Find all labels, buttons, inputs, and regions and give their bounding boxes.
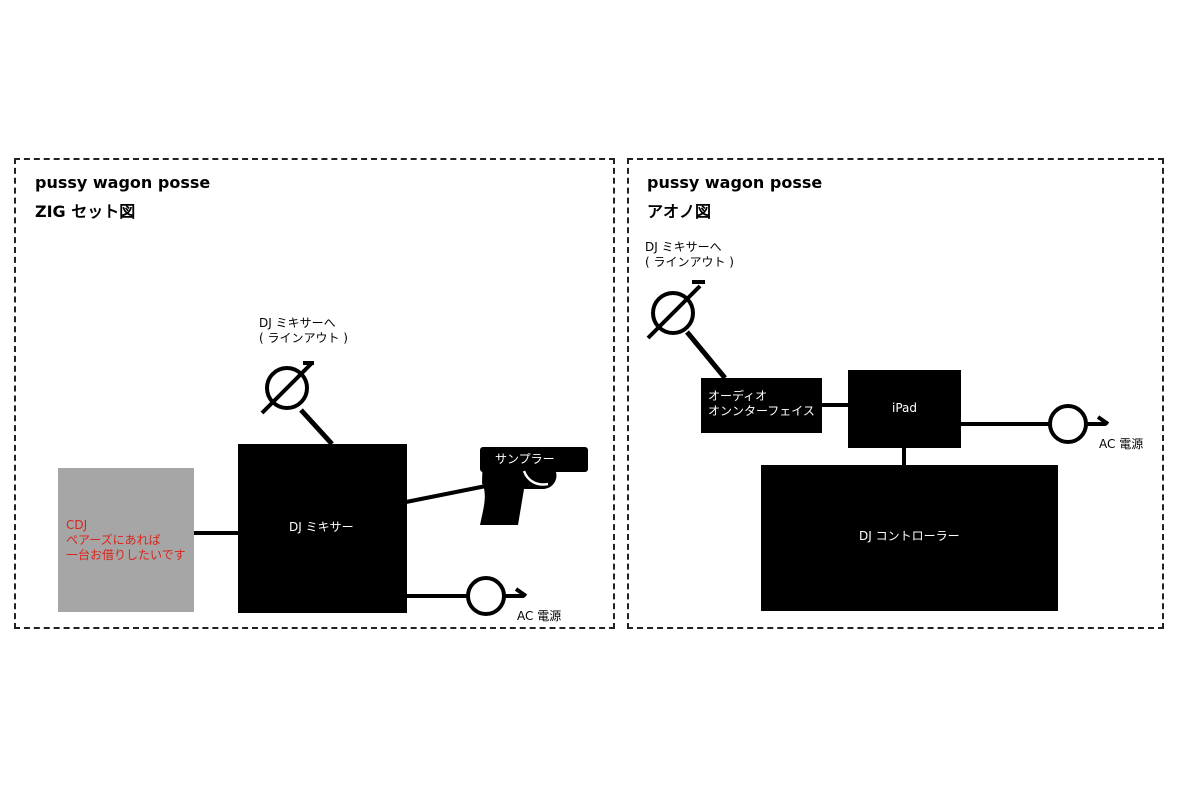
cdj-label: CDJ ペアーズにあれば 一台お借りしたいです: [66, 518, 186, 562]
right-lineout-jack-icon: [646, 280, 705, 340]
left-lineout-label: DJ ミキサーへ ( ラインアウト ): [259, 316, 348, 345]
audio-interface-label: オーディオ オンンターフェイス: [708, 389, 815, 418]
dj-controller-label: DJ コントローラー: [859, 529, 960, 543]
ipad-device: [848, 370, 961, 448]
dj-controller-device: [761, 465, 1058, 611]
mixer-lineout-cable: [299, 408, 334, 446]
left-ac-label: AC 電源: [517, 609, 562, 623]
right-ac-label: AC 電源: [1099, 437, 1144, 451]
dj-mixer-label: DJ ミキサー: [289, 520, 354, 534]
left-ac-plug-icon: [466, 576, 528, 616]
right-panel-title: pussy wagon posse: [647, 173, 823, 192]
audio-interface-device: [701, 378, 822, 433]
left-panel-subtitle: ZIG セット図: [35, 202, 136, 221]
left-lineout-jack-icon: [260, 361, 314, 415]
dj-mixer-device: [238, 444, 407, 613]
left-panel-title: pussy wagon posse: [35, 173, 211, 192]
aono-setup-panel: [627, 158, 1164, 629]
mixer-sampler-cable: [405, 484, 487, 504]
sampler-pistol-icon: [480, 447, 588, 525]
right-ac-plug-icon: [1048, 404, 1110, 444]
right-panel-subtitle: アオノ図: [647, 202, 712, 221]
right-lineout-label: DJ ミキサーへ ( ラインアウト ): [645, 240, 734, 269]
ipad-label: iPad: [892, 401, 918, 415]
sampler-label: サンプラー: [495, 452, 555, 466]
interface-lineout-cable: [685, 330, 727, 380]
zig-setup-panel: [14, 158, 615, 629]
cdj-device: [58, 468, 194, 612]
